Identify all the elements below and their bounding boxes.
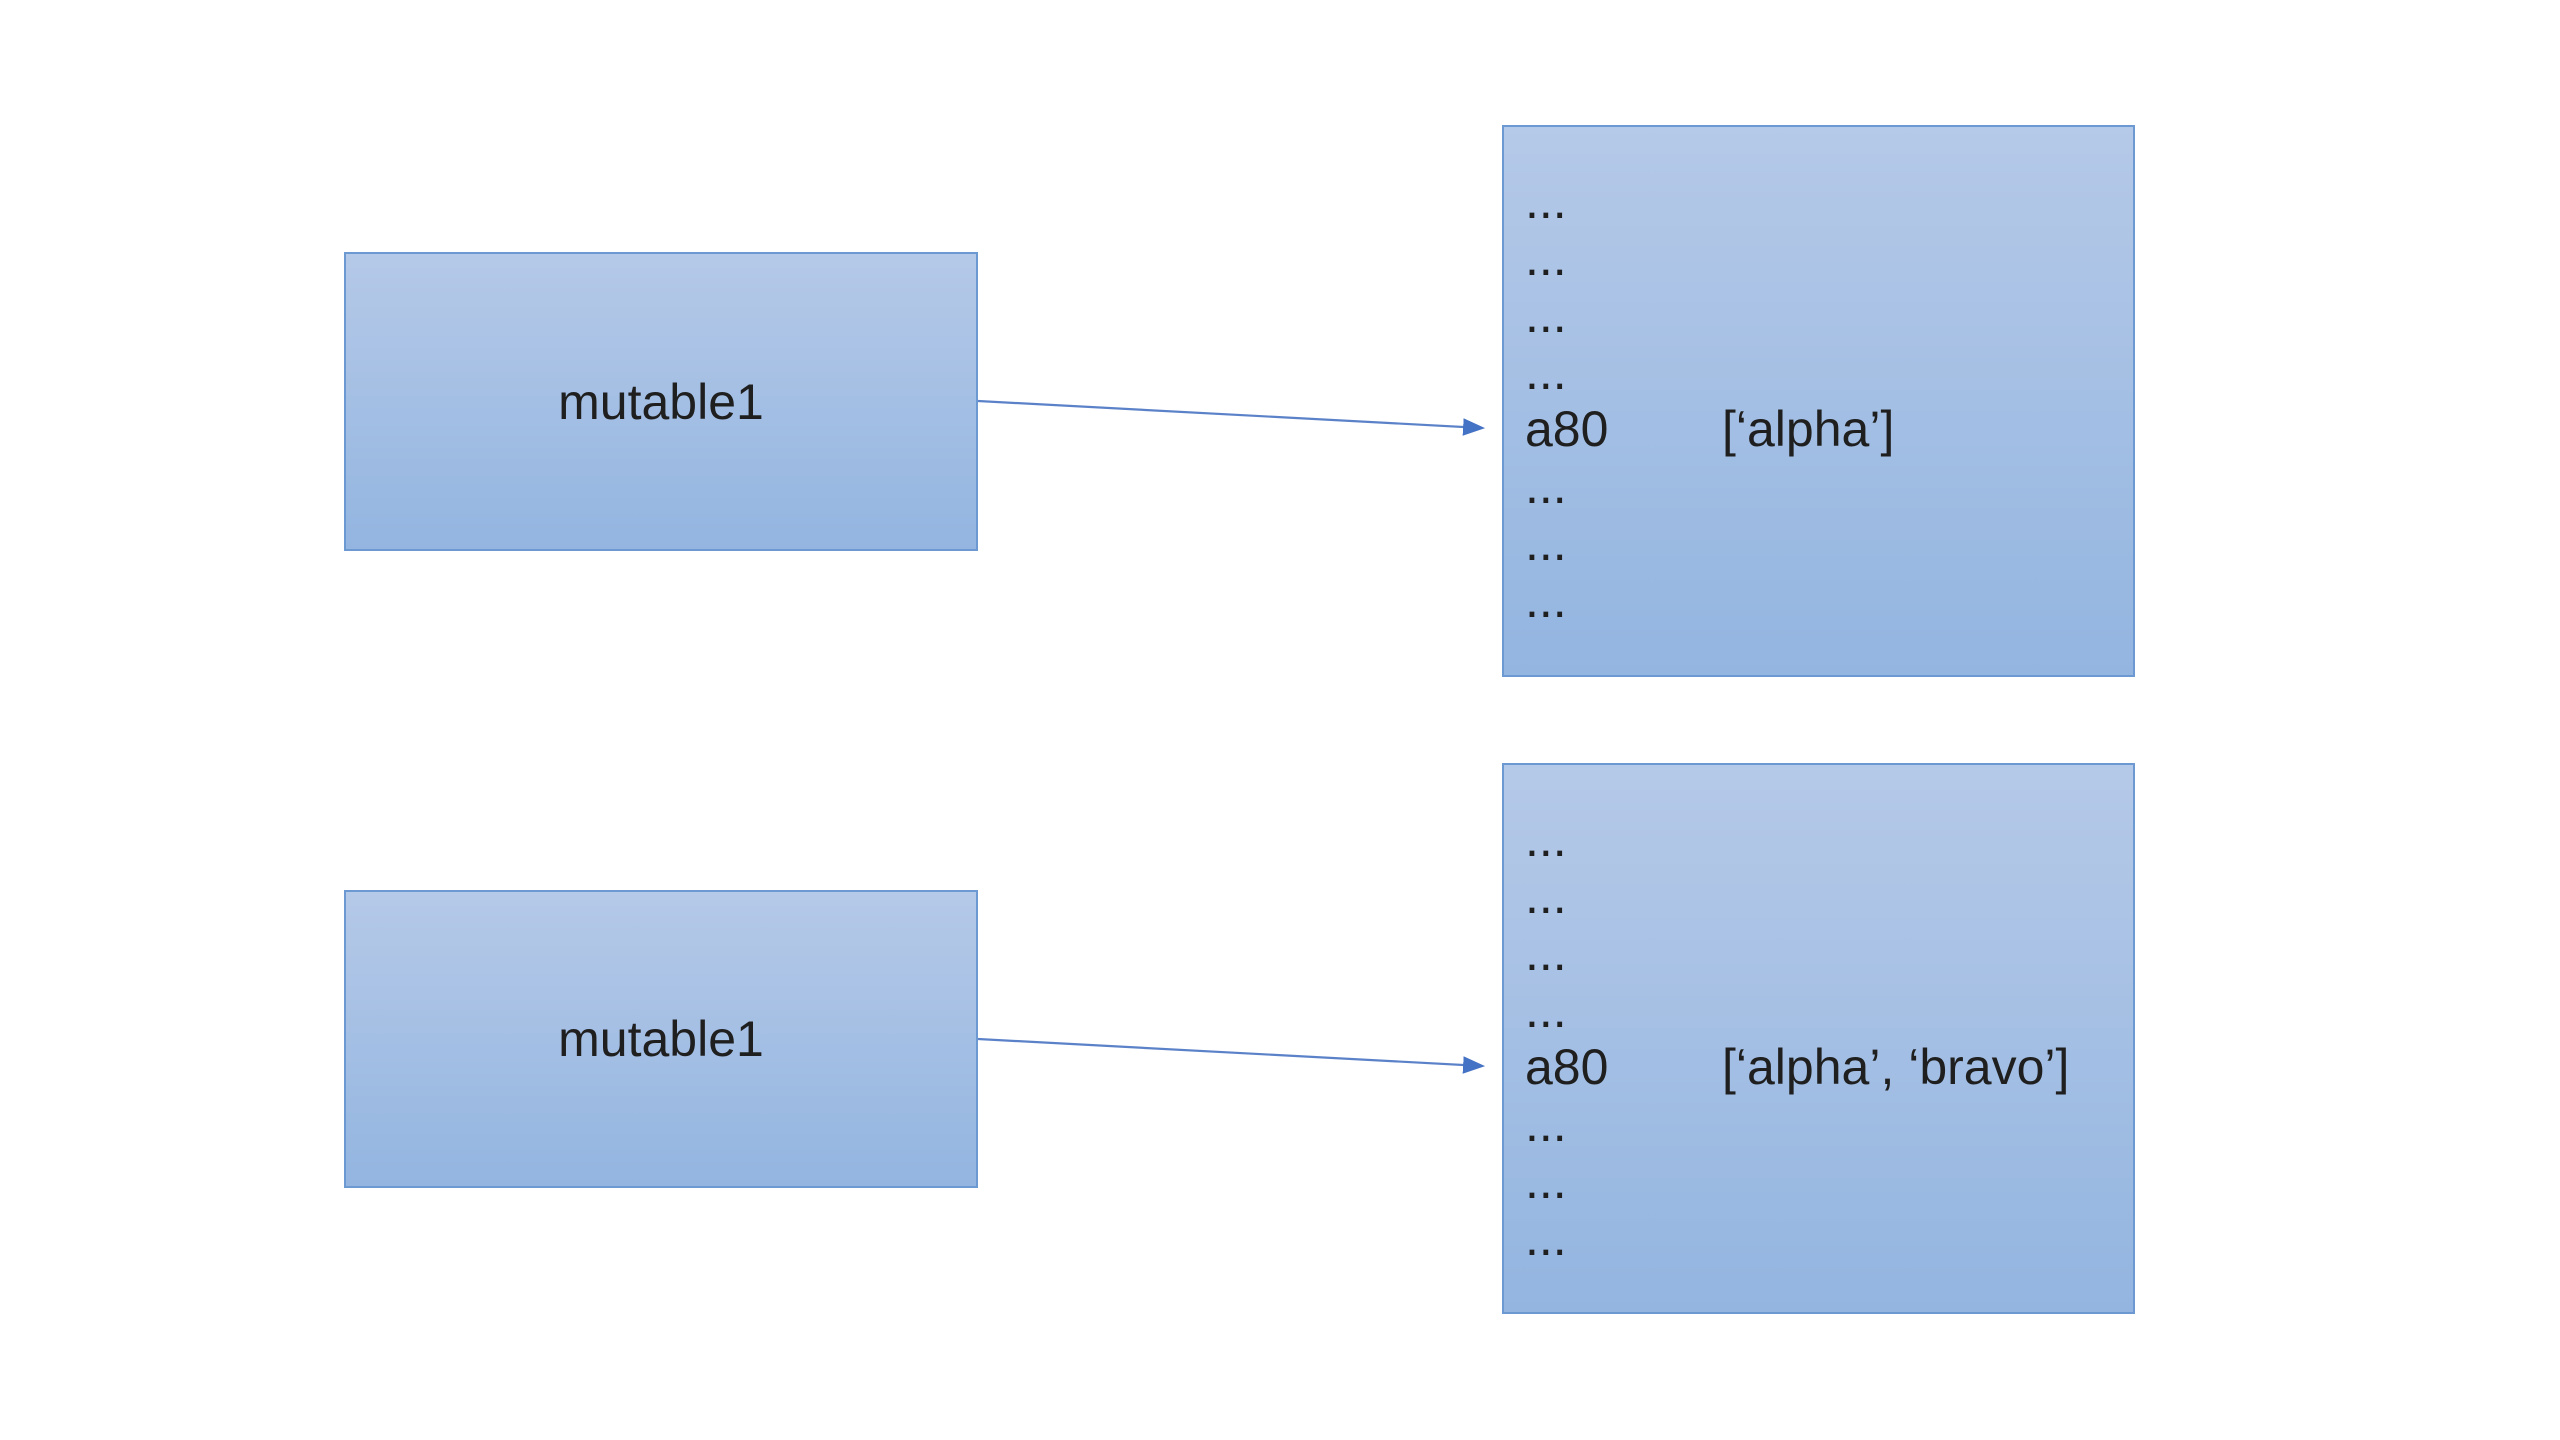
variable-box-after: mutable1 bbox=[344, 890, 978, 1188]
memory-box-before: ... ... ... ... a80 [‘alpha’] ... ... ..… bbox=[1502, 125, 2135, 677]
variable-label: mutable1 bbox=[558, 373, 764, 430]
memory-row-ellipsis: ... bbox=[1525, 810, 1567, 867]
memory-row-ellipsis: ... bbox=[1525, 1152, 1567, 1209]
memory-row-address: a80 [‘alpha’, ‘bravo’] bbox=[1525, 1039, 2133, 1096]
memory-row-ellipsis: ... bbox=[1525, 1209, 1567, 1266]
memory-row-ellipsis: ... bbox=[1525, 287, 1567, 343]
memory-row-ellipsis: ... bbox=[1525, 1095, 1567, 1152]
memory-row-ellipsis: ... bbox=[1525, 344, 1567, 400]
memory-row-address: a80 [‘alpha’] bbox=[1525, 401, 2133, 458]
memory-row-ellipsis: ... bbox=[1525, 173, 1567, 229]
memory-row-ellipsis: ... bbox=[1525, 924, 1567, 981]
memory-address: a80 bbox=[1525, 401, 1609, 457]
pointer-arrow-before bbox=[977, 399, 1486, 436]
memory-value: [‘alpha’] bbox=[1722, 401, 1895, 457]
memory-row-ellipsis: ... bbox=[1525, 515, 1567, 571]
memory-box-after: ... ... ... ... a80 [‘alpha’, ‘bravo’] .… bbox=[1502, 763, 2135, 1314]
memory-row-ellipsis: ... bbox=[1525, 572, 1567, 628]
variable-box-before: mutable1 bbox=[344, 252, 978, 551]
memory-row-ellipsis: ... bbox=[1525, 458, 1567, 514]
memory-row-ellipsis: ... bbox=[1525, 230, 1567, 286]
memory-row-ellipsis: ... bbox=[1525, 867, 1567, 924]
variable-label: mutable1 bbox=[558, 1011, 764, 1067]
memory-address: a80 bbox=[1525, 1038, 1609, 1095]
memory-value: [‘alpha’, ‘bravo’] bbox=[1722, 1038, 2070, 1095]
pointer-arrow-after bbox=[977, 1037, 1486, 1074]
memory-row-ellipsis: ... bbox=[1525, 981, 1567, 1038]
